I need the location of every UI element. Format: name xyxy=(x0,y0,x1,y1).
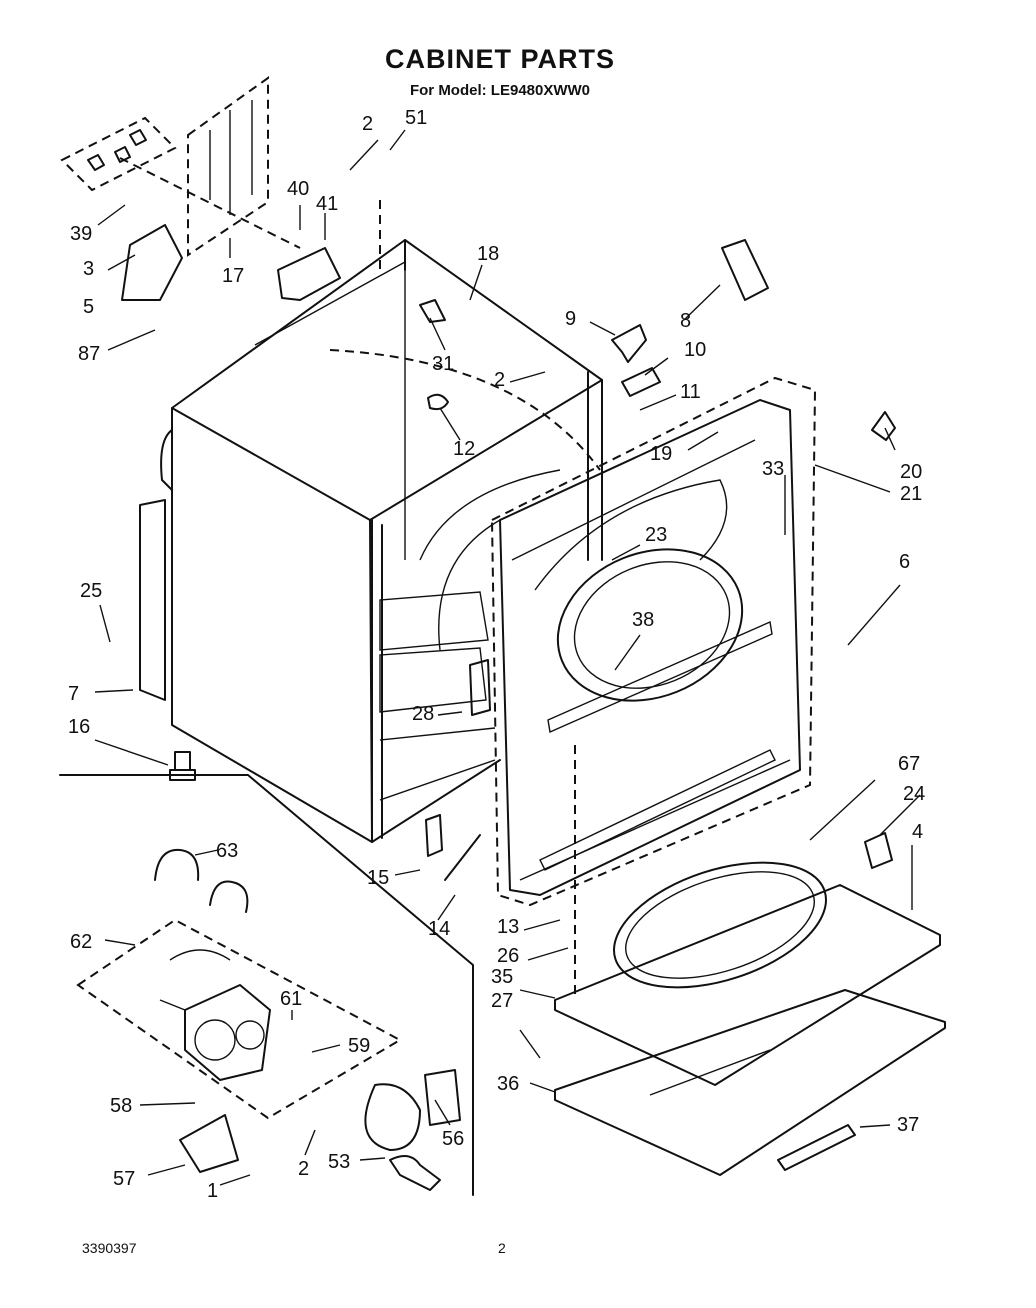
callout-59: 59 xyxy=(348,1035,370,1057)
leader-lines xyxy=(94,129,921,1186)
callout-61: 61 xyxy=(280,988,302,1010)
callout-2-top: 2 xyxy=(362,113,373,135)
callout-63: 63 xyxy=(216,840,238,862)
callout-21: 21 xyxy=(900,483,922,505)
callout-15: 15 xyxy=(367,867,389,889)
callout-57: 57 xyxy=(113,1168,135,1190)
callout-23: 23 xyxy=(645,524,667,546)
callout-35: 35 xyxy=(491,966,513,988)
callout-10: 10 xyxy=(684,339,706,361)
callout-87: 87 xyxy=(78,343,100,365)
callout-58: 58 xyxy=(110,1095,132,1117)
callout-8: 8 xyxy=(680,310,691,332)
callout-11: 11 xyxy=(680,381,701,403)
callout-2-mid: 2 xyxy=(494,369,505,391)
callout-26: 26 xyxy=(497,945,519,967)
cabinet-body xyxy=(139,239,603,843)
callout-20: 20 xyxy=(900,461,922,483)
callout-40: 40 xyxy=(287,178,309,200)
callout-56: 56 xyxy=(442,1128,464,1150)
callout-53: 53 xyxy=(328,1151,350,1173)
callout-62: 62 xyxy=(70,931,92,953)
callout-24: 24 xyxy=(903,783,925,805)
callout-14: 14 xyxy=(428,918,450,940)
callout-13: 13 xyxy=(497,916,519,938)
callout-19: 19 xyxy=(650,443,672,465)
callout-38: 38 xyxy=(632,609,654,631)
callout-31: 31 xyxy=(432,353,454,375)
motor-assembly xyxy=(59,774,474,1196)
callout-51: 51 xyxy=(405,107,427,129)
callout-18: 18 xyxy=(477,243,499,265)
callout-39: 39 xyxy=(70,223,92,245)
callout-28: 28 xyxy=(412,703,434,725)
callout-25: 25 xyxy=(80,580,102,602)
callout-5: 5 xyxy=(83,296,94,318)
callout-36: 36 xyxy=(497,1073,519,1095)
top-left-hardware xyxy=(60,76,381,301)
page-number: 2 xyxy=(498,1240,506,1256)
small-parts xyxy=(169,239,896,881)
callout-12: 12 xyxy=(453,438,475,460)
callout-1: 1 xyxy=(207,1180,218,1202)
callout-33: 33 xyxy=(762,458,784,480)
callout-17: 17 xyxy=(222,265,244,287)
callout-3: 3 xyxy=(83,258,94,280)
page-title: CABINET PARTS xyxy=(384,44,615,74)
callout-6: 6 xyxy=(899,551,910,573)
callout-37: 37 xyxy=(897,1114,919,1136)
callout-7: 7 xyxy=(68,683,79,705)
callout-4: 4 xyxy=(912,821,923,843)
callout-67: 67 xyxy=(898,753,920,775)
front-panel xyxy=(490,376,817,907)
callout-labels: 2 51 39 3 5 87 17 40 41 18 31 2 12 9 8 1… xyxy=(68,107,925,1202)
callout-2-bottom: 2 xyxy=(298,1158,309,1180)
door-assembly xyxy=(554,745,946,1176)
callout-27: 27 xyxy=(491,990,513,1012)
callout-41: 41 xyxy=(316,193,338,215)
model-subtitle: For Model: LE9480XWW0 xyxy=(409,82,591,99)
callout-9: 9 xyxy=(565,308,576,330)
document-number: 3390397 xyxy=(82,1240,137,1256)
callout-16: 16 xyxy=(68,716,90,738)
